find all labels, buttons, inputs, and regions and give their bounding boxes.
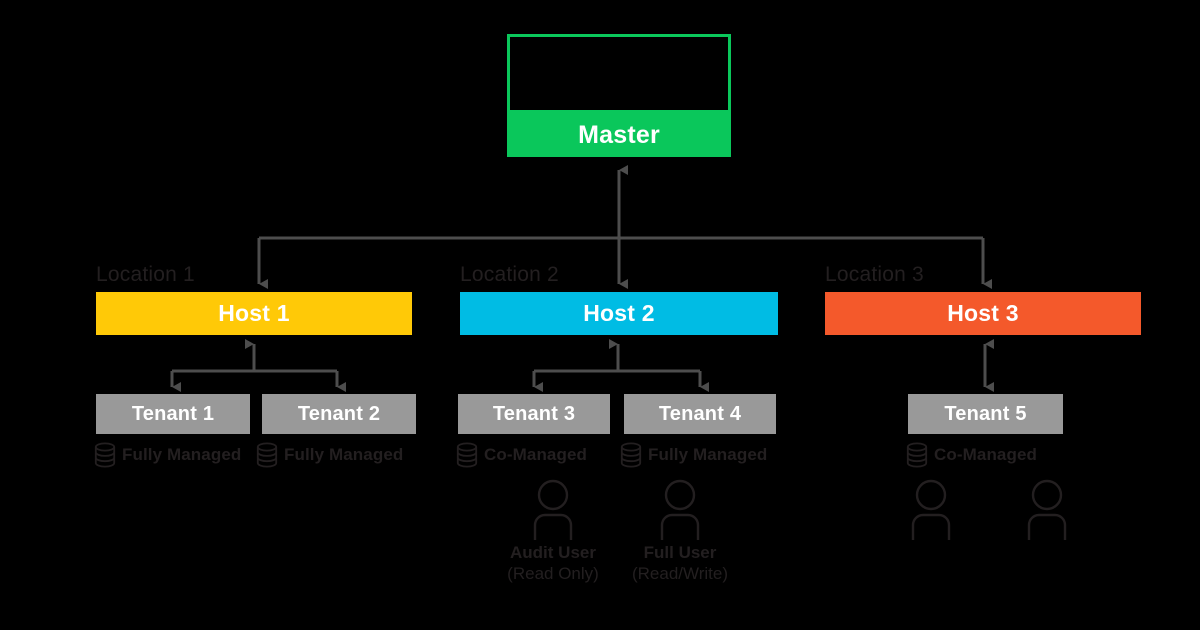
- host-label-3: Host 3: [947, 300, 1019, 326]
- tenant-node-2[interactable]: Tenant 2: [262, 394, 416, 434]
- database-icon: [620, 442, 642, 468]
- location-label-2: Location 2: [460, 263, 559, 286]
- location-label-1: Location 1: [96, 263, 195, 286]
- host-label-1: Host 1: [218, 300, 290, 326]
- managed-status-5: Co-Managed: [906, 442, 1037, 468]
- location-label-3: Location 3: [825, 263, 924, 286]
- host-label-2: Host 2: [583, 300, 655, 326]
- database-icon: [456, 442, 478, 468]
- user-sub-audit: (Read Only): [507, 564, 599, 583]
- user-icon: [911, 479, 951, 540]
- master-label: Master: [578, 120, 660, 149]
- user-icon-audit: [530, 478, 576, 540]
- database-icon: [256, 442, 278, 468]
- master-node[interactable]: Master: [507, 34, 731, 157]
- host-node-3[interactable]: Host 3: [825, 292, 1141, 335]
- user-icon-full: [657, 478, 703, 540]
- user-title-audit: Audit User: [510, 543, 596, 562]
- host-node-1[interactable]: Host 1: [96, 292, 412, 335]
- managed-status-4: Fully Managed: [620, 442, 767, 468]
- user-icon: [533, 479, 573, 540]
- database-icon: [906, 442, 928, 468]
- managed-text-4: Fully Managed: [648, 445, 768, 464]
- user-caption-audit: Audit User (Read Only): [468, 542, 638, 584]
- managed-text-3: Co-Managed: [484, 445, 587, 464]
- managed-status-3: Co-Managed: [456, 442, 587, 468]
- managed-text-5: Co-Managed: [934, 445, 1037, 464]
- tenant-node-5[interactable]: Tenant 5: [908, 394, 1063, 434]
- tenant-node-1[interactable]: Tenant 1: [96, 394, 250, 434]
- tenant-label-1: Tenant 1: [131, 402, 215, 425]
- managed-status-2: Fully Managed: [256, 442, 403, 468]
- managed-text-1: Fully Managed: [122, 445, 242, 464]
- user-icon: [660, 479, 700, 540]
- tenant-label-5: Tenant 5: [944, 402, 1027, 425]
- user-sub-full: (Read/Write): [631, 564, 729, 583]
- user-icon: [1027, 479, 1067, 540]
- user-title-full: Full User: [643, 543, 717, 562]
- tenant-node-3[interactable]: Tenant 3: [458, 394, 610, 434]
- tenant-node-4[interactable]: Tenant 4: [624, 394, 776, 434]
- master-node-icon: [507, 34, 731, 113]
- tenant-label-2: Tenant 2: [297, 402, 381, 425]
- user-caption-full: Full User (Read/Write): [595, 542, 765, 584]
- database-icon: [94, 442, 116, 468]
- tenant-label-4: Tenant 4: [658, 402, 742, 425]
- managed-text-2: Fully Managed: [284, 445, 404, 464]
- tenant-label-3: Tenant 3: [492, 402, 576, 425]
- user-icon-tenant5-b: [1024, 478, 1070, 540]
- master-label-bar: Master: [507, 113, 731, 157]
- managed-status-1: Fully Managed: [94, 442, 241, 468]
- host-node-2[interactable]: Host 2: [460, 292, 778, 335]
- user-icon-tenant5-a: [908, 478, 954, 540]
